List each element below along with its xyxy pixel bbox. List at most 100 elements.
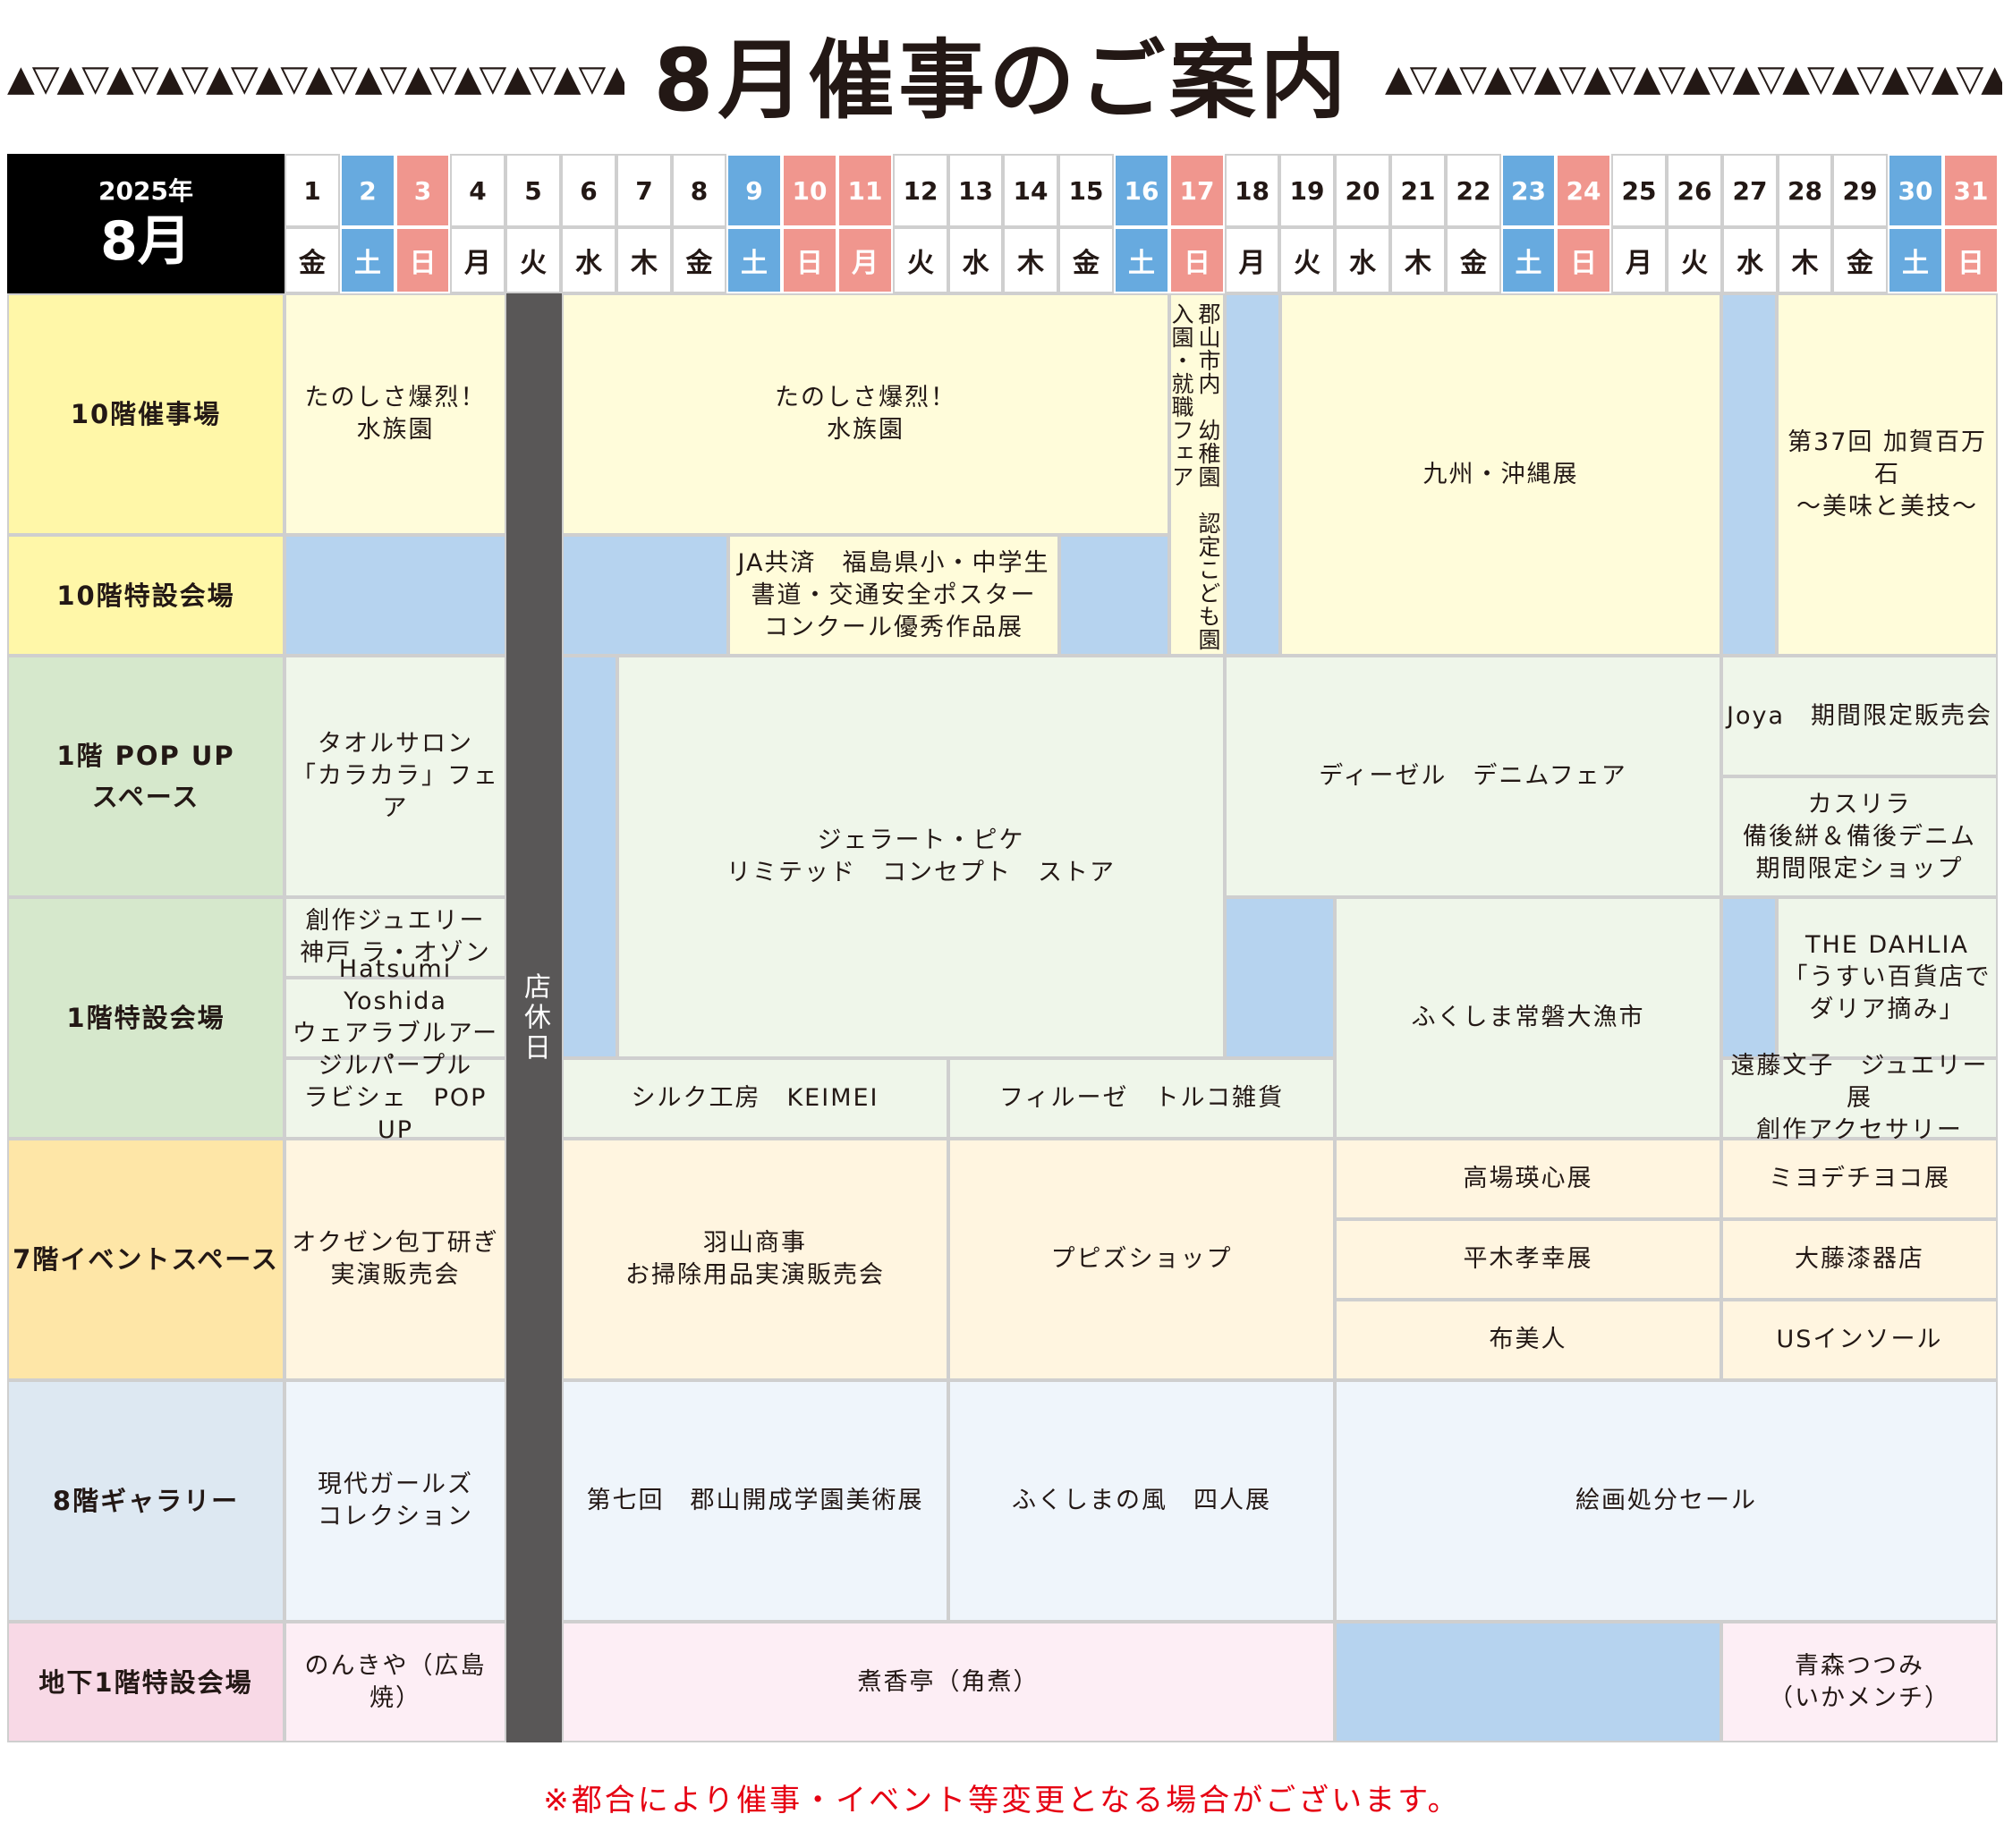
weekday-cell: 火 [893, 227, 948, 293]
event-diesel: ディーゼル デニムフェア [1225, 656, 1721, 897]
event-kyushu-okinawa: 九州・沖縄展 [1280, 293, 1721, 656]
page-title: 8月催事のご案内 [653, 30, 1351, 131]
date-cell: 14 [1003, 154, 1058, 227]
date-cell: 1 [284, 154, 340, 227]
no-event-block [1225, 897, 1335, 1058]
event-kaisei-art: 第七回 郡山開成学園美術展 [562, 1380, 948, 1622]
date-cell: 19 [1279, 154, 1335, 227]
event-aquarium-2: たのしさ爆烈！ 水族園 [562, 293, 1169, 535]
no-event-block [1721, 897, 1777, 1058]
event-jill-purple: ジルパープル ラビシェ POP UP [284, 1052, 506, 1144]
month-label: 8月 [100, 210, 191, 273]
floor-label-8f-gallery: 8階ギャラリー [7, 1380, 284, 1622]
weekday-cell: 日 [1556, 227, 1611, 293]
weekday-cell: 金 [1058, 227, 1114, 293]
weekday-cell: 火 [1667, 227, 1722, 293]
weekday-cell: 日 [395, 227, 450, 293]
weekday-cell: 水 [561, 227, 616, 293]
date-cell: 4 [450, 154, 505, 227]
event-hayama: 羽山商事 お掃除用品実演販売会 [562, 1139, 948, 1380]
weekday-cell: 木 [1390, 227, 1446, 293]
date-cell: 20 [1335, 154, 1390, 227]
date-cell: 23 [1501, 154, 1556, 227]
no-event-block [1059, 535, 1169, 656]
event-nunobito: 布美人 [1335, 1300, 1721, 1380]
weekday-cell: 火 [1279, 227, 1335, 293]
event-okuzen: オクゼン包丁研ぎ 実演販売会 [284, 1139, 506, 1380]
date-cell: 11 [837, 154, 893, 227]
date-cell: 5 [505, 154, 561, 227]
weekday-cell: 水 [948, 227, 1003, 293]
no-event-block [562, 535, 728, 656]
date-cell: 24 [1556, 154, 1611, 227]
date-cell: 29 [1832, 154, 1888, 227]
date-cell: 10 [782, 154, 837, 227]
event-takaba: 高場瑛心展 [1335, 1139, 1721, 1219]
year-label: 2025年 [98, 176, 193, 206]
floor-label-7f-event: 7階イベントスペース [7, 1139, 284, 1380]
date-cell: 6 [561, 154, 616, 227]
weekday-cell: 土 [1114, 227, 1169, 293]
weekday-cell: 土 [340, 227, 395, 293]
weekday-cell: 土 [726, 227, 782, 293]
weekday-cell: 月 [1611, 227, 1667, 293]
date-cell: 18 [1225, 154, 1279, 227]
store-closed-column: 店休日 [506, 293, 562, 1742]
event-jewelry-kobe: 創作ジュエリー 神戸 ラ・オゾン [284, 897, 506, 978]
event-kaga: 第37回 加賀百万石 〜美味と美技〜 [1777, 293, 1998, 656]
weekday-cell: 日 [782, 227, 837, 293]
event-miyode: ミヨデチヨコ展 [1721, 1139, 1998, 1219]
event-ja-poster: JA共済 福島県小・中学生 書道・交通安全ポスター コンクール優秀作品展 [728, 535, 1059, 656]
event-aomori-tsutsumi: 青森つつみ （いかメンチ） [1721, 1622, 1998, 1742]
event-endo-jewelry: 遠藤文子 ジュエリー展 創作アクセサリー [1721, 1052, 1998, 1144]
weekday-cell: 木 [616, 227, 672, 293]
triangle-decoration-left: ▲▽▲▽▲▽▲▽▲▽▲▽▲▽▲▽▲▽▲▽▲▽▲▽▲▽▲▽▲▽▲▽▲▽ [7, 58, 624, 99]
date-cell: 26 [1667, 154, 1722, 227]
date-cell: 25 [1611, 154, 1667, 227]
event-hiraki: 平木孝幸展 [1335, 1219, 1721, 1300]
weekday-cell: 火 [505, 227, 561, 293]
event-fukushima-wind: ふくしまの風 四人展 [948, 1380, 1335, 1622]
floor-label-1f-popup: 1階 POP UP スペース [7, 656, 284, 897]
no-event-block [1225, 293, 1280, 656]
date-cell: 9 [726, 154, 782, 227]
floor-label-b1-special: 地下1階特設会場 [7, 1622, 284, 1742]
date-cell: 13 [948, 154, 1003, 227]
date-cell: 12 [893, 154, 948, 227]
date-cell: 30 [1888, 154, 1943, 227]
event-the-dahlia: THE DAHLIA 「うすい百貨店で ダリア摘み」 [1777, 897, 1998, 1058]
date-cell: 21 [1390, 154, 1446, 227]
floor-label-1f-special: 1階特設会場 [7, 897, 284, 1139]
event-daito: 大藤漆器店 [1721, 1219, 1998, 1300]
no-event-block [1721, 293, 1777, 656]
event-us-insole: USインソール [1721, 1300, 1998, 1380]
floor-label-10f-event: 10階催事場 [7, 293, 284, 535]
weekday-cell: 水 [1722, 227, 1778, 293]
event-pupiz: プピズショップ [948, 1139, 1335, 1380]
weekday-cell: 金 [1832, 227, 1888, 293]
date-cell: 31 [1943, 154, 1999, 227]
event-nonkiya: のんきや（広島焼） [284, 1622, 506, 1742]
event-gelato-pique: ジェラート・ピケ リミテッド コンセプト ストア [617, 656, 1225, 1058]
date-cell: 28 [1778, 154, 1832, 227]
event-fukushima-fish-market: ふくしま常磐大漁市 [1335, 897, 1721, 1139]
event-aquarium-1: たのしさ爆烈！ 水族園 [284, 293, 506, 535]
weekday-cell: 月 [837, 227, 893, 293]
event-towel-salon: タオルサロン 「カラカラ」フェア [284, 656, 506, 897]
date-cell: 27 [1722, 154, 1778, 227]
event-joya: Joya 期間限定販売会 [1721, 656, 1998, 776]
floor-label-10f-special: 10階特設会場 [7, 535, 284, 656]
no-event-block [1335, 1622, 1721, 1742]
year-month-box: 2025年 8月 [7, 154, 284, 293]
event-nikoutei: 煮香亭（角煮） [562, 1622, 1335, 1742]
weekday-cell: 木 [1778, 227, 1832, 293]
date-cell: 3 [395, 154, 450, 227]
weekday-cell: 日 [1169, 227, 1225, 293]
event-hatsumi-yoshida: Hatsumi Yoshida ウェアラブルアート [284, 955, 506, 1080]
event-kindergarten-fair: 郡山市内 幼稚園 認定こども園 入園・就職フェア [1168, 293, 1225, 656]
event-girls-collection: 現代ガールズ コレクション [284, 1380, 506, 1622]
weekday-cell: 木 [1003, 227, 1058, 293]
weekday-cell: 金 [672, 227, 726, 293]
event-painting-sale: 絵画処分セール [1335, 1380, 1998, 1622]
